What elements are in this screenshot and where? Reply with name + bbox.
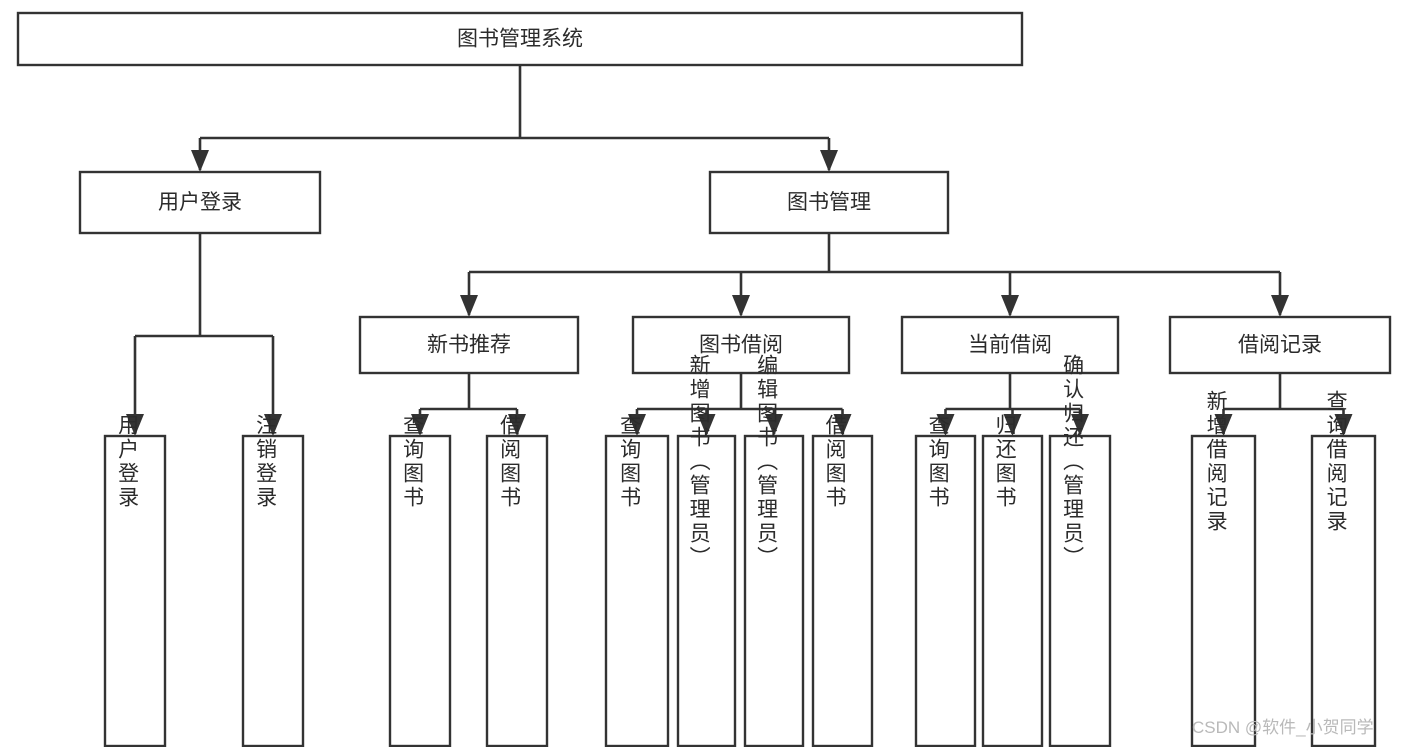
node-leaf-query-book-3[interactable]: 查询图书 — [914, 414, 977, 748]
node-label-leaf-edit-book: 编辑图书（管理员） — [755, 354, 779, 570]
arrowhead-leaf-query-book-3 — [936, 414, 955, 436]
csdn-watermark: CSDN @软件_小贺同学 — [1192, 718, 1374, 737]
arrowhead-leaf-query-record — [1334, 414, 1353, 436]
arrowhead-leaf-edit-book — [765, 414, 783, 436]
node-book-manage[interactable]: 图书管理 — [708, 170, 950, 235]
arrowhead-leaf-add-record — [1214, 414, 1233, 436]
node-leaf-edit-book[interactable]: 编辑图书（管理员） — [743, 354, 805, 748]
node-box-borrow-record[interactable] — [1168, 315, 1392, 375]
node-label-user-login: 用户登录 — [158, 191, 242, 214]
arrowhead-leaf-return-book — [1003, 414, 1022, 436]
node-box-leaf-query-book-3[interactable] — [914, 434, 977, 748]
node-leaf-query-book-1[interactable]: 查询图书 — [388, 414, 452, 748]
node-label-leaf-return-book: 归还图书 — [993, 414, 1017, 510]
node-new-book-rec[interactable]: 新书推荐 — [358, 315, 580, 375]
arrowhead-leaf-borrow-book-2 — [833, 414, 852, 436]
node-box-leaf-query-record[interactable] — [1310, 434, 1377, 748]
node-label-leaf-borrow-book-2: 借阅图书 — [823, 414, 847, 510]
node-label-book-borrow: 图书借阅 — [699, 334, 783, 357]
node-borrow-record[interactable]: 借阅记录 — [1168, 315, 1392, 375]
node-label-leaf-user-logout: 注销登录 — [254, 414, 278, 510]
arrowhead-book-manage — [820, 150, 838, 172]
node-box-leaf-query-book-2[interactable] — [604, 434, 670, 748]
node-box-leaf-add-record[interactable] — [1190, 434, 1257, 748]
node-label-new-book-rec: 新书推荐 — [427, 334, 511, 357]
node-label-leaf-add-record: 新增借阅记录 — [1204, 390, 1228, 534]
node-current-borrow[interactable]: 当前借阅 — [900, 315, 1120, 375]
node-box-leaf-user-logout[interactable] — [241, 434, 305, 748]
node-leaf-query-record[interactable]: 查询借阅记录 — [1310, 390, 1377, 748]
node-box-leaf-borrow-book-1[interactable] — [485, 434, 549, 748]
node-label-leaf-query-record: 查询借阅记录 — [1324, 390, 1348, 534]
arrowhead-current-borrow — [1001, 295, 1019, 317]
node-label-leaf-borrow-book-1: 借阅图书 — [498, 414, 522, 510]
node-leaf-confirm-return[interactable]: 确认归还（管理员） — [1048, 354, 1112, 748]
node-label-leaf-query-book-3: 查询图书 — [926, 414, 950, 510]
node-boxes: 图书管理系统用户登录图书管理新书推荐图书借阅当前借阅借阅记录用户登录注销登录查询… — [16, 11, 1392, 748]
node-label-current-borrow: 当前借阅 — [968, 334, 1052, 357]
node-label-borrow-record: 借阅记录 — [1238, 334, 1322, 357]
node-box-leaf-borrow-book-2[interactable] — [811, 434, 874, 748]
node-box-leaf-edit-book[interactable] — [743, 434, 805, 748]
node-box-user-login[interactable] — [78, 170, 322, 235]
node-leaf-borrow-book-1[interactable]: 借阅图书 — [485, 414, 549, 748]
node-root[interactable]: 图书管理系统 — [16, 11, 1024, 67]
node-box-current-borrow[interactable] — [900, 315, 1120, 375]
node-label-root: 图书管理系统 — [457, 28, 583, 51]
arrowhead-leaf-user-logout — [264, 414, 282, 436]
node-book-borrow[interactable]: 图书借阅 — [631, 315, 851, 375]
node-box-root[interactable] — [16, 11, 1024, 67]
node-label-book-manage: 图书管理 — [787, 191, 871, 214]
node-label-leaf-confirm-return: 确认归还（管理员） — [1061, 354, 1085, 570]
node-label-leaf-user-login: 用户登录 — [116, 414, 140, 510]
node-box-leaf-user-login[interactable] — [103, 434, 167, 748]
node-leaf-add-book[interactable]: 新增图书（管理员） — [676, 354, 737, 748]
arrowhead-user-login — [191, 150, 209, 172]
arrowhead-new-book-rec — [460, 295, 478, 317]
arrowhead-leaf-add-book — [697, 414, 716, 436]
connector-lines — [126, 65, 1353, 436]
node-label-leaf-query-book-1: 查询图书 — [401, 414, 425, 510]
node-leaf-user-logout[interactable]: 注销登录 — [241, 414, 305, 748]
node-user-login[interactable]: 用户登录 — [78, 170, 322, 235]
arrowhead-book-borrow — [732, 295, 750, 317]
node-leaf-borrow-book-2[interactable]: 借阅图书 — [811, 414, 874, 748]
node-box-book-manage[interactable] — [708, 170, 950, 235]
arrowhead-leaf-borrow-book-1 — [508, 414, 526, 436]
node-box-leaf-add-book[interactable] — [676, 434, 737, 748]
node-box-leaf-return-book[interactable] — [981, 434, 1044, 748]
node-box-leaf-confirm-return[interactable] — [1048, 434, 1112, 748]
arrowhead-borrow-record — [1271, 295, 1289, 317]
node-box-book-borrow[interactable] — [631, 315, 851, 375]
node-box-new-book-rec[interactable] — [358, 315, 580, 375]
arrowhead-leaf-user-login — [126, 414, 144, 436]
arrowhead-leaf-query-book-1 — [411, 414, 429, 436]
node-leaf-query-book-2[interactable]: 查询图书 — [604, 414, 670, 748]
node-leaf-add-record[interactable]: 新增借阅记录 — [1190, 390, 1257, 748]
node-leaf-return-book[interactable]: 归还图书 — [981, 414, 1044, 748]
node-label-leaf-query-book-2: 查询图书 — [618, 414, 642, 510]
node-leaf-user-login[interactable]: 用户登录 — [103, 414, 167, 748]
node-label-leaf-add-book: 新增图书（管理员） — [687, 354, 711, 570]
node-box-leaf-query-book-1[interactable] — [388, 434, 452, 748]
arrowhead-leaf-query-book-2 — [628, 414, 646, 436]
arrowhead-leaf-confirm-return — [1071, 414, 1089, 436]
